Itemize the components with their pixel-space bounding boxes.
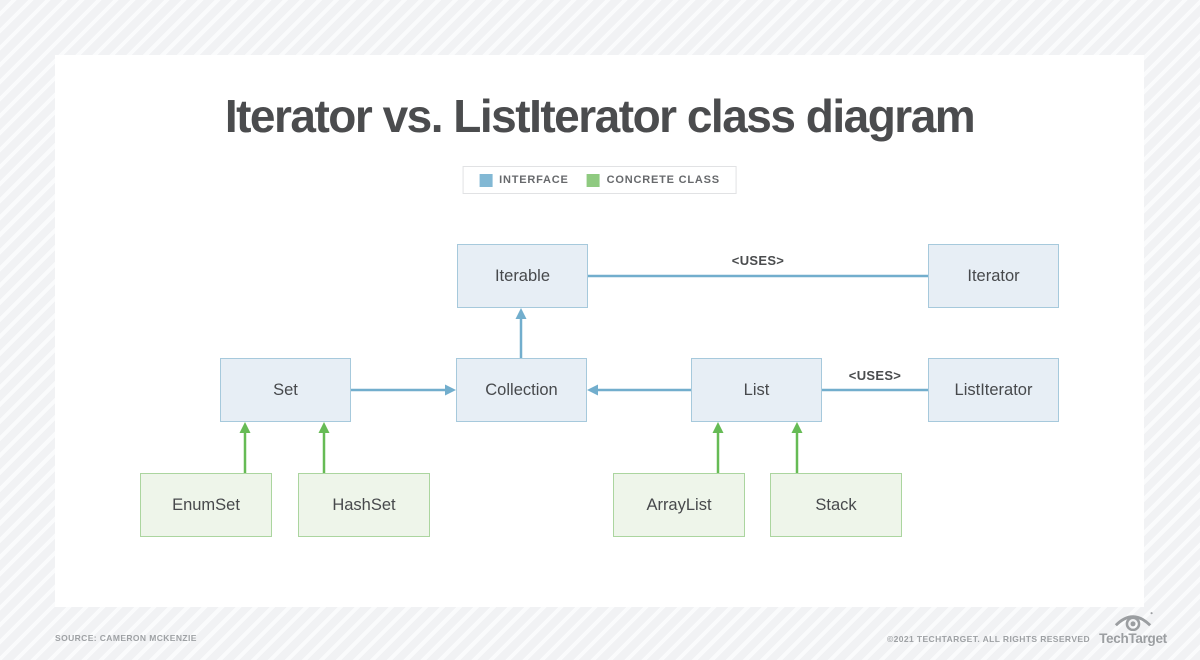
legend-item-interface: INTERFACE — [479, 173, 569, 187]
uses-label-iterator: <USES> — [727, 253, 789, 268]
class-box-arraylist: ArrayList — [613, 473, 745, 537]
legend-label-concrete-class: CONCRETE CLASS — [606, 174, 720, 186]
edge-arraylist-list-arrow — [712, 422, 724, 473]
class-box-stack: Stack — [770, 473, 902, 537]
class-box-iterable: Iterable — [457, 244, 588, 308]
source-credit: SOURCE: CAMERON MCKENZIE — [55, 633, 197, 643]
legend-label-interface: INTERFACE — [499, 174, 569, 186]
edge-list-collection-arrow — [587, 384, 691, 396]
edge-stack-list-arrow — [791, 422, 803, 473]
uses-label-listiterator: <USES> — [844, 368, 906, 383]
infographic-card: Iterator vs. ListIterator class diagram … — [55, 55, 1144, 607]
diagram-edges — [239, 274, 928, 473]
class-box-listiterator: ListIterator — [928, 358, 1059, 422]
edge-hashset-set-arrow — [318, 422, 330, 473]
legend: INTERFACE CONCRETE CLASS — [462, 166, 737, 194]
edge-set-collection-arrow — [351, 384, 456, 396]
class-box-set: Set — [220, 358, 351, 422]
class-box-enumset: EnumSet — [140, 473, 272, 537]
concrete-class-swatch-icon — [586, 173, 600, 187]
edge-enumset-set-arrow — [239, 422, 251, 473]
class-box-hashset: HashSet — [298, 473, 430, 537]
edge-collection-iterable-arrow — [515, 308, 527, 358]
class-box-iterator: Iterator — [928, 244, 1059, 308]
interface-swatch-icon — [479, 173, 493, 187]
class-box-collection: Collection — [456, 358, 587, 422]
techtarget-logo-text: TechTarget — [1099, 631, 1167, 646]
techtarget-logo: TechTarget — [1096, 611, 1170, 646]
copyright-notice: ©2021 TECHTARGET. ALL RIGHTS RESERVED — [886, 634, 1090, 644]
class-box-list: List — [691, 358, 822, 422]
techtarget-eye-icon — [1114, 612, 1153, 631]
page-title: Iterator vs. ListIterator class diagram — [224, 90, 976, 142]
legend-item-concrete-class: CONCRETE CLASS — [586, 173, 720, 187]
